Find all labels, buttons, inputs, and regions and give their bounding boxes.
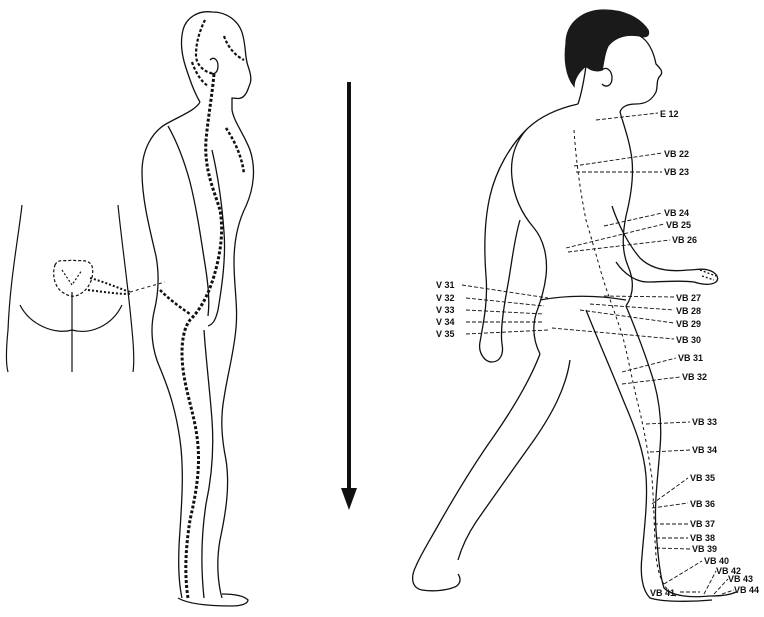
label-vb25: VB 25: [666, 220, 691, 230]
leader-vb33: [646, 422, 690, 424]
right-figure-hand: [700, 270, 716, 280]
leader-vb26: [568, 240, 670, 252]
left-figure-arm: [168, 126, 225, 326]
right-figure-rear-arm: [480, 130, 526, 362]
direction-arrow: [341, 82, 357, 510]
right-figure-hair: [565, 10, 648, 86]
leader-vb39: [656, 548, 690, 549]
label-vb35: VB 35: [690, 473, 715, 483]
left-figure-hip-pathway: [160, 290, 190, 314]
leader-vb25: [566, 224, 664, 248]
label-vb27: VB 27: [676, 293, 701, 303]
arrow-head: [341, 488, 357, 510]
inset-buttock-left: [20, 305, 72, 331]
inset-pathway-hip: [88, 278, 130, 294]
label-vb26: VB 26: [672, 235, 697, 245]
left-figure-meridian-pathway: [182, 74, 222, 598]
leader-vb31: [622, 358, 676, 372]
right-figure-meridian-pathway: [574, 130, 676, 596]
left-leader-lines: [462, 285, 548, 334]
label-v33: V 33: [436, 305, 455, 315]
leader-vb27: [604, 296, 674, 297]
label-vb33: VB 33: [692, 417, 717, 427]
label-vb24: VB 24: [664, 208, 689, 218]
label-v35: V 35: [436, 329, 455, 339]
inset-back-outline-right: [118, 205, 134, 372]
label-v31: V 31: [436, 280, 455, 290]
inset-buttock-right: [72, 305, 122, 331]
left-point-labels: V 31 V 32 V 33 V 34 V 35: [436, 280, 455, 339]
right-figure-back: [512, 104, 578, 354]
label-vb38: VB 38: [690, 533, 715, 543]
left-figure-front: [218, 110, 254, 598]
leader-vb30: [552, 328, 674, 339]
inset-sacrum-inner: [62, 270, 82, 285]
right-figure-waist: [540, 296, 626, 300]
left-figure-leg-inner: [202, 330, 213, 598]
label-vb22: VB 22: [664, 149, 689, 159]
label-vb37: VB 37: [690, 519, 715, 529]
label-vb43: VB 43: [728, 574, 753, 584]
left-standing-figure: [142, 12, 253, 606]
left-figure-shoulder-pathway: [226, 128, 244, 174]
label-vb31: VB 31: [678, 353, 703, 363]
leader-e12: [596, 113, 658, 120]
label-vb30: VB 30: [676, 335, 701, 345]
leader-vb22: [574, 153, 662, 166]
label-vb44: VB 44: [734, 585, 759, 595]
label-vb40: VB 40: [704, 556, 729, 566]
leader-vb29: [580, 310, 674, 323]
leader-v31: [462, 285, 548, 298]
leader-vb42: [704, 571, 716, 594]
left-figure-ear: [210, 58, 218, 73]
inset-back-outline-left: [7, 205, 23, 372]
left-figure-back: [142, 102, 200, 598]
label-vb34: VB 34: [692, 445, 717, 455]
left-figure-face-pathway: [192, 20, 244, 86]
leader-vb34: [650, 450, 690, 452]
leader-vb32: [622, 377, 680, 384]
label-vb23: VB 23: [664, 167, 689, 177]
leader-v33: [466, 310, 544, 314]
leader-vb36: [652, 503, 688, 508]
label-v32: V 32: [436, 293, 455, 303]
right-figure-face: [620, 36, 662, 112]
leader-vb24: [604, 213, 662, 226]
label-vb36: VB 36: [690, 499, 715, 509]
inset-sacrum-region: [54, 260, 93, 296]
label-v34: V 34: [436, 317, 455, 327]
right-point-labels: E 12 VB 22 VB 23 VB 24 VB 25 VB 26 VB 27…: [650, 109, 759, 598]
label-vb39: VB 39: [692, 544, 717, 554]
label-vb32: VB 32: [682, 372, 707, 382]
label-vb41: VB 41: [650, 588, 675, 598]
right-figure-ear: [602, 68, 612, 86]
leader-v35: [466, 330, 548, 334]
label-vb28: VB 28: [676, 306, 701, 316]
leader-vb28: [590, 304, 674, 310]
label-e12: E 12: [660, 109, 679, 119]
leader-vb43: [714, 579, 728, 594]
inset-buttocks-figure: [7, 205, 166, 372]
right-figure-back-leg-inner: [458, 360, 570, 560]
leader-vb40: [664, 561, 702, 584]
right-figure-back-leg: [413, 354, 540, 591]
label-vb29: VB 29: [676, 319, 701, 329]
